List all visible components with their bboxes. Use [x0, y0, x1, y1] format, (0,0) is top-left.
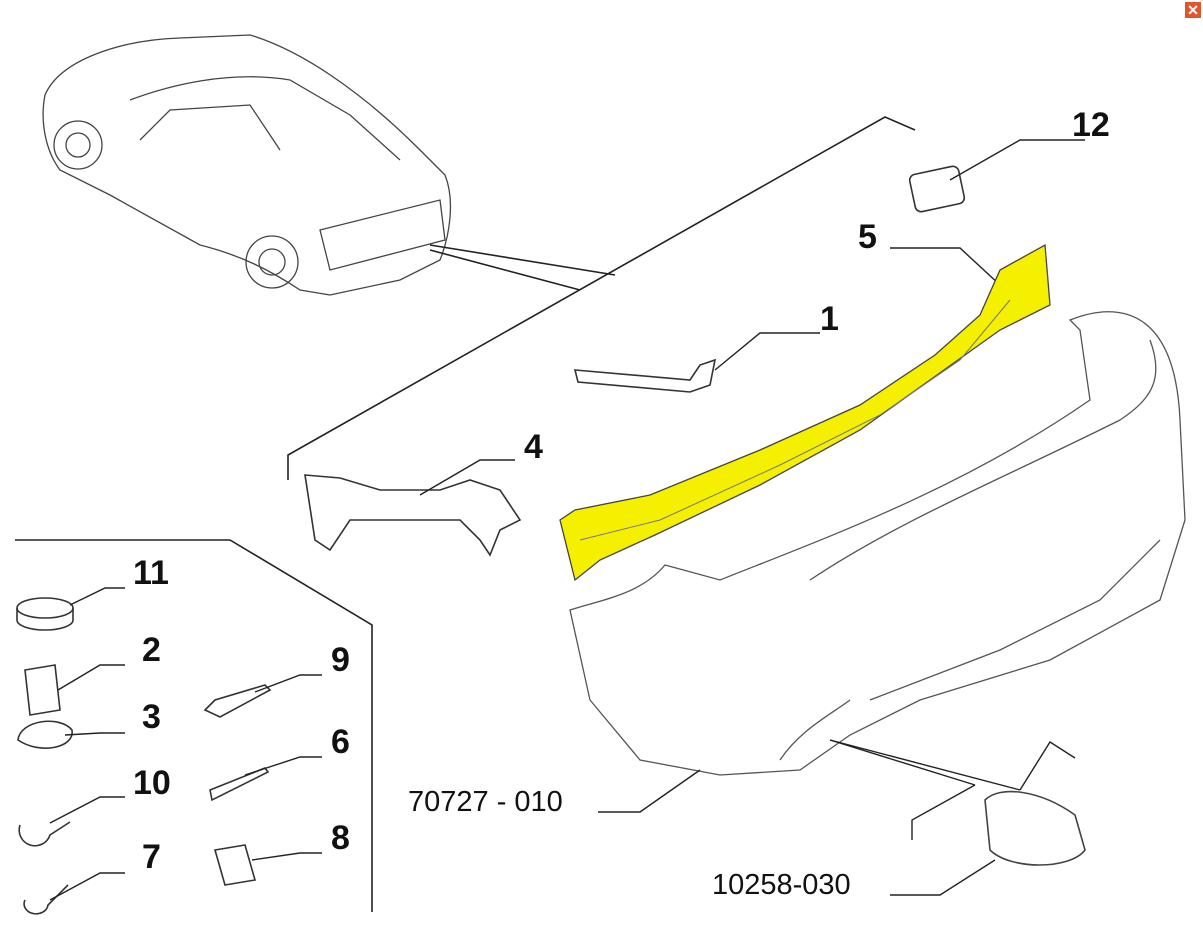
car-illustration — [42, 34, 452, 296]
leader-lines — [49, 139, 1085, 901]
part-5-reinforcement-highlighted — [559, 243, 1051, 582]
callout-10: 10 — [133, 764, 171, 802]
callout-1: 1 — [820, 300, 839, 338]
callout-2: 2 — [142, 631, 161, 669]
callout-7: 7 — [142, 838, 161, 876]
part-code-bumper: 70727 - 010 — [408, 786, 563, 818]
close-icon[interactable]: ✕ — [1185, 2, 1201, 18]
callout-3: 3 — [142, 698, 161, 736]
exhaust-tip-illustration — [984, 790, 1086, 866]
part-code-exhaust-tip: 10258-030 — [712, 869, 851, 901]
callout-5: 5 — [858, 218, 877, 256]
part-4-bracket — [304, 474, 522, 557]
callout-9: 9 — [331, 641, 350, 679]
part-12-sensor — [908, 165, 966, 213]
small-fasteners — [16, 597, 272, 915]
frame-line-lower — [15, 539, 373, 912]
callout-6: 6 — [331, 723, 350, 761]
callout-12: 12 — [1072, 106, 1110, 144]
callout-11: 11 — [133, 554, 169, 592]
callout-4: 4 — [524, 428, 543, 466]
frame-line-upper — [287, 116, 916, 480]
part-1-bracket — [573, 358, 717, 393]
callout-8: 8 — [331, 819, 350, 857]
bumper-cover-illustration — [569, 311, 1186, 776]
